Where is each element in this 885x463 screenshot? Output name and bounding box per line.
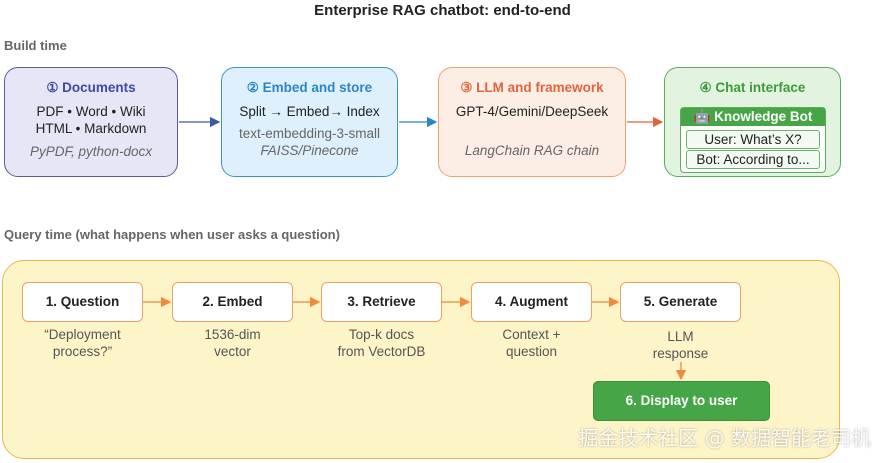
step-augment: 4. Augment <box>471 282 592 322</box>
step-display-to-user: 6. Display to user <box>593 381 770 421</box>
step-augment-detail-2: question <box>505 344 558 359</box>
step-question-detail-2: process?” <box>52 344 113 359</box>
step-embed: 2. Embed <box>172 282 293 322</box>
llm-card: ③ LLM and framework GPT-4/Gemini/DeepSee… <box>438 67 626 177</box>
step-embed-detail-1: 1536-dim <box>204 327 261 342</box>
llm-line: GPT-4/Gemini/DeepSeek <box>455 104 609 119</box>
llm-heading: ③ LLM and framework <box>460 80 604 95</box>
embed-model-note: text-embedding-3-small <box>238 126 381 141</box>
query-time-label: Query time (what happens when user asks … <box>4 227 340 242</box>
step-embed-detail-2: vector <box>214 344 251 359</box>
step-retrieve-detail-1: Top-k docs <box>348 327 415 342</box>
build-time-label: Build time <box>4 38 67 53</box>
diagram-title: Enterprise RAG chatbot: end-to-end <box>314 2 571 19</box>
embed-store-note: FAISS/Pinecone <box>260 143 359 158</box>
step-question-detail: “Deployment process?” <box>22 326 143 360</box>
step-generate-detail-1: LLM <box>667 329 694 344</box>
documents-heading: ① Documents <box>46 80 136 95</box>
step-embed-detail: 1536-dim vector <box>172 326 293 360</box>
step-question-detail-1: “Deployment <box>44 327 121 342</box>
step-generate-detail: LLM response <box>620 328 741 362</box>
step-augment-detail-1: Context + <box>502 327 561 342</box>
step-augment-detail: Context + question <box>471 326 592 360</box>
step-retrieve-detail: Top-k docs from VectorDB <box>321 326 442 360</box>
chat-window: 🤖 Knowledge Bot User: What’s X? Bot: Acc… <box>680 107 826 173</box>
step-generate-detail-2: response <box>652 346 709 361</box>
embed-card: ② Embed and store Split → Embed→ Index t… <box>221 67 398 177</box>
llm-note: LangChain RAG chain <box>464 143 600 158</box>
documents-line-1: PDF • Word • Wiki <box>36 104 146 119</box>
step-generate: 5. Generate <box>620 282 741 322</box>
documents-note: PyPDF, python-docx <box>29 144 153 159</box>
chat-bot-title: 🤖 Knowledge Bot <box>681 108 825 126</box>
chat-heading: ④ Chat interface <box>699 80 806 95</box>
step-retrieve: 3. Retrieve <box>321 282 442 322</box>
documents-line-2: HTML • Markdown <box>35 121 147 136</box>
embed-line: Split → Embed→ Index <box>239 104 380 119</box>
chat-bot-message: Bot: According to... <box>686 150 820 169</box>
documents-card: ① Documents PDF • Word • Wiki HTML • Mar… <box>4 67 178 177</box>
step-question: 1. Question <box>22 282 143 322</box>
chat-card: ④ Chat interface 🤖 Knowledge Bot User: W… <box>664 67 841 177</box>
embed-heading: ② Embed and store <box>246 80 373 95</box>
step-retrieve-detail-2: from VectorDB <box>337 344 426 359</box>
chat-user-message: User: What’s X? <box>686 130 820 149</box>
watermark: 掘金技术社区 @ 数据智能老司机 <box>578 426 871 450</box>
